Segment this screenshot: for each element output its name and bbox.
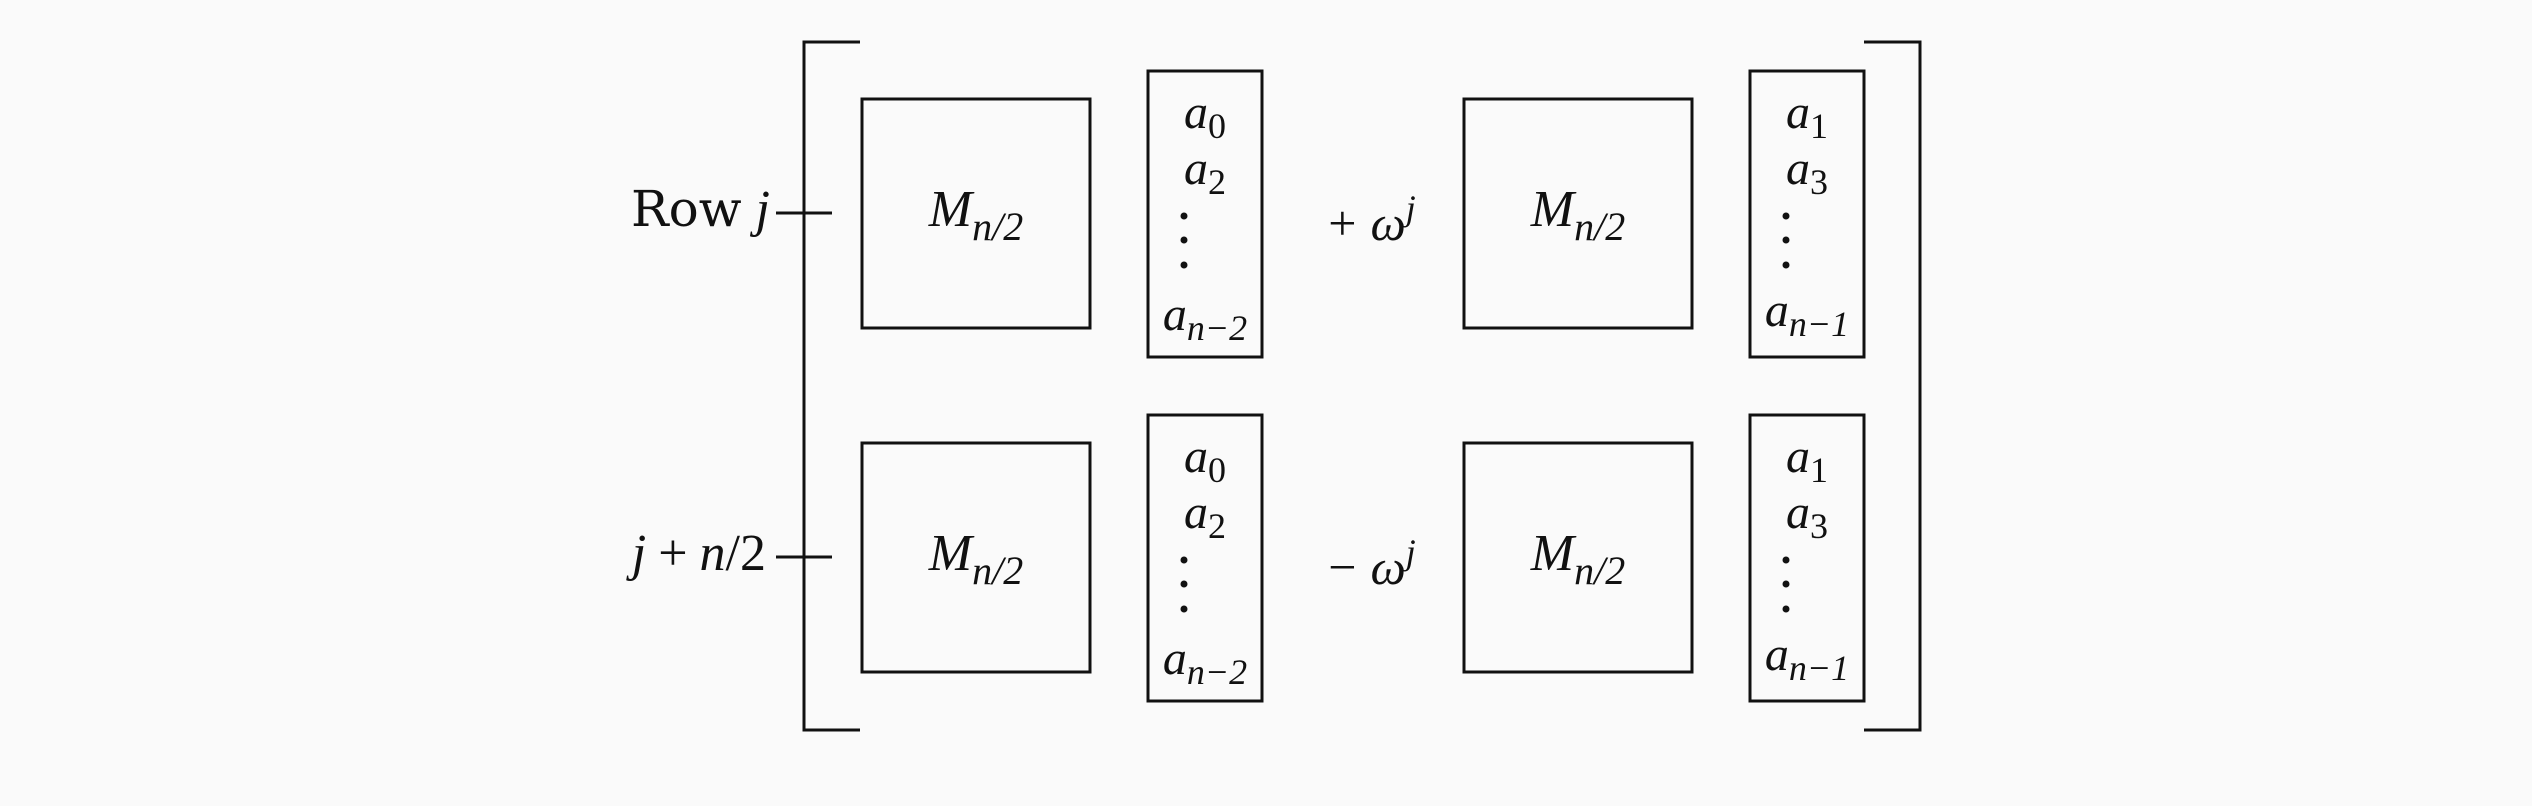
odd-vector-bottom-second: a3 — [1786, 486, 1828, 546]
even-vector-top — [1146, 69, 1264, 359]
odd-vector-top-second: a3 — [1786, 142, 1828, 202]
odd-vector-bottom-first: a1 — [1786, 430, 1828, 490]
even-vector-bottom-first: a0 — [1184, 430, 1226, 490]
dot — [1180, 580, 1188, 588]
right-bracket — [1864, 40, 1922, 732]
even-vector-top-last: an−2 — [1163, 288, 1247, 348]
dot — [1782, 580, 1790, 588]
even-vector-bottom-second: a2 — [1184, 486, 1226, 546]
odd-vector-bottom-last: an−1 — [1765, 628, 1849, 688]
matrix-block-top-left — [860, 97, 1092, 330]
dot — [1180, 212, 1188, 220]
dot — [1782, 236, 1790, 244]
even-vector-bottom-last: an−2 — [1163, 632, 1247, 692]
matrix-label-bottom-right: Mn/2 — [1530, 525, 1625, 593]
even-vector-top-second: a2 — [1184, 142, 1226, 202]
even-vector-top-first: a0 — [1184, 86, 1226, 146]
matrix-label-top-left: Mn/2 — [928, 181, 1023, 249]
matrix-label-top-right: Mn/2 — [1530, 181, 1625, 249]
dot — [1180, 236, 1188, 244]
odd-vector-top-last: an−1 — [1765, 284, 1849, 344]
left-bracket — [802, 40, 860, 732]
twiddle-bottom: −ωj — [1328, 532, 1416, 595]
dot — [1782, 605, 1790, 613]
matrix-label-bottom-left: Mn/2 — [928, 525, 1023, 593]
odd-vector-top — [1748, 69, 1866, 359]
dot — [1782, 212, 1790, 220]
twiddle-top: +ωj — [1328, 188, 1416, 251]
dot — [1782, 556, 1790, 564]
row-j-plus-n-half-label: j+n/2 — [626, 525, 766, 582]
matrix-block-top-right — [1462, 97, 1694, 330]
odd-vector-top-first: a1 — [1786, 86, 1828, 146]
even-vector-bottom — [1146, 413, 1264, 703]
dot — [1180, 261, 1188, 269]
matrix-block-bottom-right — [1462, 441, 1694, 674]
odd-vector-bottom — [1748, 413, 1866, 703]
dot — [1180, 605, 1188, 613]
matrix-block-bottom-left — [860, 441, 1092, 674]
dot — [1782, 261, 1790, 269]
dot — [1180, 556, 1188, 564]
